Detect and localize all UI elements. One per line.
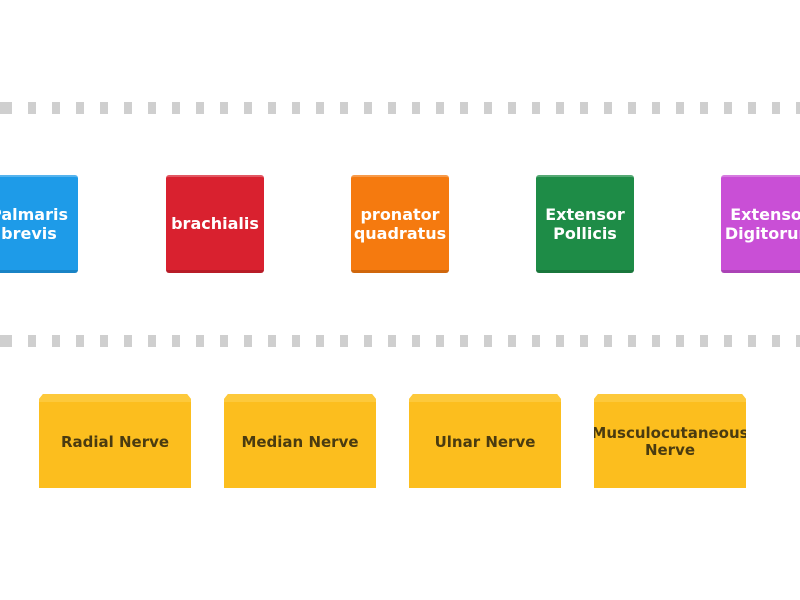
tile-brachialis[interactable]: brachialis xyxy=(166,175,264,273)
target-label: Musculocutaneous Nerve xyxy=(591,424,749,459)
tile-palmaris-brevis[interactable]: Palmaris brevis xyxy=(0,175,78,273)
target-radial-nerve[interactable]: Radial Nerve xyxy=(39,394,191,488)
target-median-nerve[interactable]: Median Nerve xyxy=(224,394,376,488)
tile-label: brachialis xyxy=(171,214,259,233)
target-label: Radial Nerve xyxy=(60,432,170,451)
target-label: Ulnar Nerve xyxy=(434,432,536,451)
tile-extensor-digitorum[interactable]: Extensor Digitorum xyxy=(721,175,800,273)
tile-label: pronator quadratus xyxy=(353,204,447,243)
target-ulnar-nerve[interactable]: Ulnar Nerve xyxy=(409,394,561,488)
tile-label: Palmaris brevis xyxy=(0,204,68,243)
middle-track-divider xyxy=(0,335,800,347)
top-track-divider xyxy=(0,102,800,114)
tile-label: Extensor Digitorum xyxy=(724,204,800,243)
tile-pronator-quadratus[interactable]: pronator quadratus xyxy=(351,175,449,273)
target-label: Median Nerve xyxy=(241,432,359,451)
tile-label: Extensor Pollicis xyxy=(545,204,625,243)
target-musculocutaneous-nerve[interactable]: Musculocutaneous Nerve xyxy=(594,394,746,488)
tile-extensor-pollicis[interactable]: Extensor Pollicis xyxy=(536,175,634,273)
